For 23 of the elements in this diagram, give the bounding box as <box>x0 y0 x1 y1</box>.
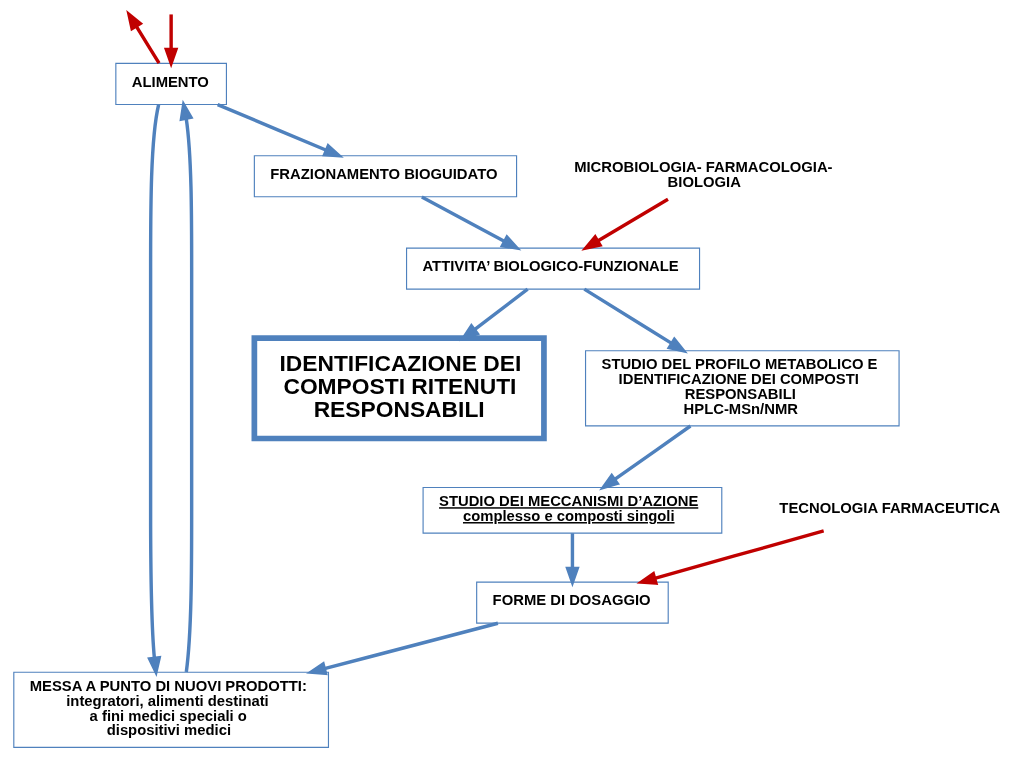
arrow <box>599 424 692 490</box>
node-box: STUDIO DEI MECCANISMI D’AZIONE complesso e composti singoli <box>422 486 723 534</box>
node-box: ATTIVITA’ BIOLOGICO-FUNZIONALE <box>406 247 701 290</box>
arrow <box>459 287 529 341</box>
arrow <box>163 13 179 68</box>
arrow <box>306 621 499 675</box>
node-box: STUDIO DEL PROFILO METABOLICO E IDENTIFICAZIONE DEI COMPOSTI RESPONSABILI HPLC-MSn/NMR <box>584 349 900 426</box>
arrow <box>126 9 161 64</box>
node-text: MICROBIOLOGIA- FARMACOLOGIA- BIOLOGIA <box>574 158 833 190</box>
node-box: FORME DI DOSAGGIO <box>476 581 669 624</box>
arrow <box>179 99 194 672</box>
arrow <box>581 197 669 251</box>
arrow <box>636 528 825 585</box>
node-text: TECNOLOGIA FARMACEUTICA <box>779 499 1001 516</box>
arrow <box>147 103 162 677</box>
node-box: IDENTIFICAZIONE DEI COMPOSTI RITENUTI RESPONSABILI <box>251 334 547 441</box>
arrow <box>583 287 688 353</box>
arrow <box>216 102 344 158</box>
node-box: MESSA A PUNTO DI NUOVI PRODOTTI: integratori, alimenti destinati a fini medici speciali o dispositivi medici <box>13 671 330 748</box>
arrow <box>421 194 522 250</box>
arrow <box>565 532 580 587</box>
node-box: FRAZIONAMENTO BIOGUIDATO <box>253 154 518 197</box>
node-box: ALIMENTO <box>115 62 227 105</box>
